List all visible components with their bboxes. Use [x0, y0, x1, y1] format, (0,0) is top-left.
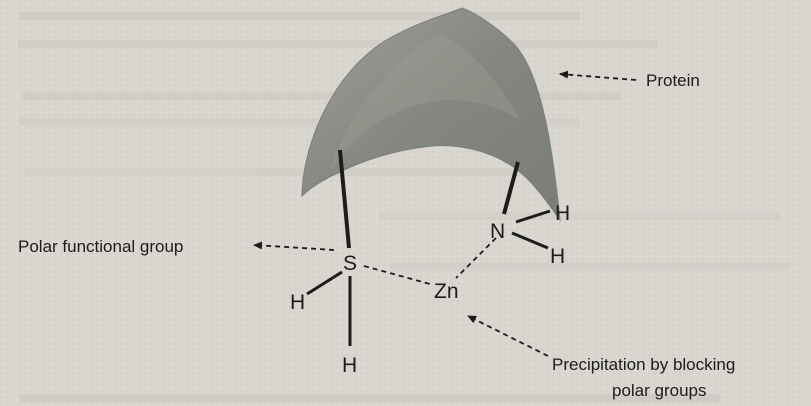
bond-protein-s: [338, 149, 351, 249]
bond-s-h-left: [306, 270, 343, 296]
label-protein: Protein: [646, 71, 700, 90]
atom-h-n-bottom: H: [550, 245, 565, 268]
atom-sulfur: S: [343, 252, 357, 275]
label-precipitation-line2: polar groups: [612, 381, 707, 400]
atom-zinc: Zn: [434, 280, 459, 303]
label-polar-functional-group: Polar functional group: [18, 237, 183, 256]
arrow-to-protein: [559, 70, 637, 81]
protein-shape: [301, 7, 561, 222]
background-text-lines: [18, 12, 790, 402]
protein-shading: [330, 34, 520, 170]
arrow-to-polar-group: [253, 241, 335, 251]
coord-bond-n-zn: [455, 237, 497, 279]
bond-n-h-bottom: [511, 231, 549, 250]
arrow-to-zinc: [467, 315, 549, 357]
bond-n-h-top: [515, 209, 551, 224]
bond-protein-n: [502, 161, 520, 215]
label-precipitation-line1: Precipitation by blocking: [552, 355, 735, 374]
atom-nitrogen: N: [490, 220, 505, 243]
atom-h-n-top: H: [555, 202, 570, 225]
atom-h-s-bottom: H: [342, 354, 357, 377]
coord-bond-s-zn: [363, 265, 431, 285]
atom-h-s-left: H: [290, 291, 305, 314]
